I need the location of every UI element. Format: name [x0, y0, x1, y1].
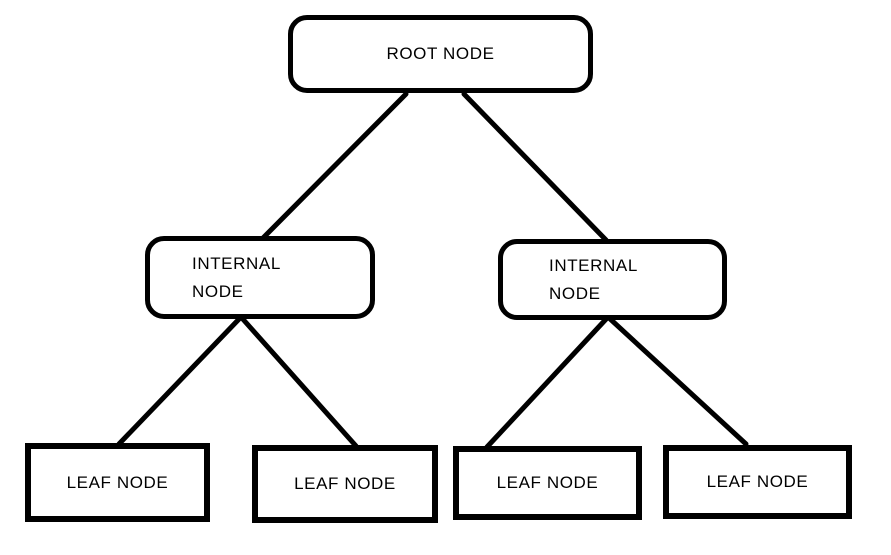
edge-internal-left-to-leaf-2 [238, 314, 359, 449]
leaf-node-3-label: LEAF NODE [496, 473, 599, 492]
edge-internal-right-to-leaf-3 [484, 314, 611, 450]
leaf-node-1: LEAF NODE [25, 443, 210, 522]
edge-root-to-internal-left [259, 91, 409, 242]
internal-node-left: INTERNAL NODE [145, 236, 375, 319]
internal-node-right-label: INTERNAL NODE [549, 255, 638, 303]
edge-internal-right-to-leaf-4 [605, 314, 749, 447]
root-node-label: ROOT NODE [386, 44, 495, 63]
root-node: ROOT NODE [288, 15, 593, 93]
edge-root-to-internal-right [461, 91, 609, 243]
edge-internal-left-to-leaf-1 [116, 314, 244, 447]
leaf-node-3: LEAF NODE [453, 446, 642, 520]
leaf-node-2: LEAF NODE [252, 445, 438, 523]
leaf-node-2-label: LEAF NODE [294, 474, 396, 493]
internal-node-left-label: INTERNAL NODE [192, 253, 281, 301]
leaf-node-4-label: LEAF NODE [706, 472, 809, 491]
leaf-node-4: LEAF NODE [663, 445, 852, 519]
internal-node-right: INTERNAL NODE [498, 239, 727, 320]
leaf-node-1-label: LEAF NODE [66, 472, 169, 492]
